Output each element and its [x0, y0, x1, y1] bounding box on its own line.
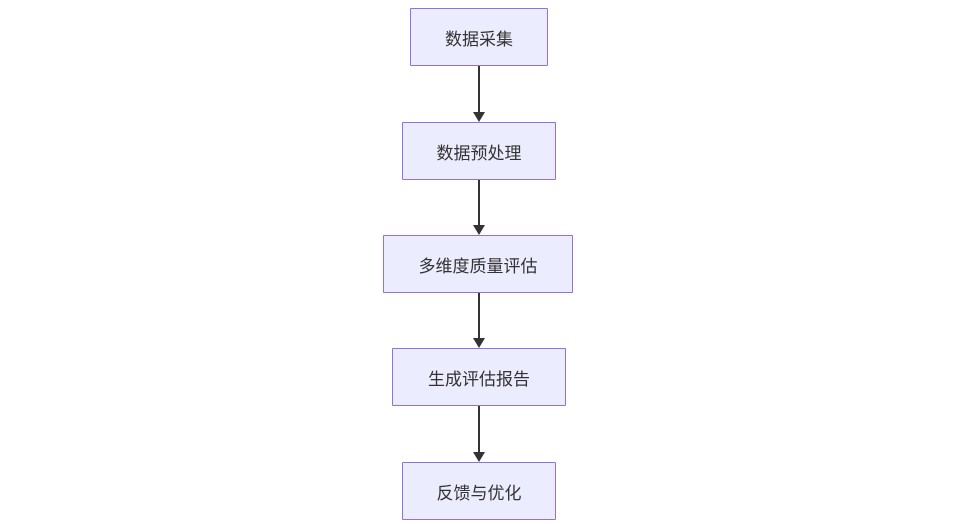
arrow-line [478, 180, 480, 227]
node-label: 数据预处理 [436, 143, 522, 163]
node-label: 反馈与优化 [436, 483, 522, 503]
flowchart-node-quality-assessment: 多维度质量评估 [383, 235, 573, 293]
arrow-head-icon [473, 338, 485, 348]
flowchart-arrow-2 [472, 180, 486, 235]
node-label: 数据采集 [445, 29, 513, 49]
flowchart-node-feedback-optimization: 反馈与优化 [402, 462, 556, 520]
arrow-head-icon [473, 225, 485, 235]
arrow-line [478, 406, 480, 454]
flowchart-arrow-3 [472, 293, 486, 348]
node-label: 生成评估报告 [428, 369, 530, 389]
node-label: 多维度质量评估 [418, 256, 538, 276]
flowchart-arrow-4 [472, 406, 486, 462]
flowchart-node-data-preprocessing: 数据预处理 [402, 122, 556, 180]
arrow-line [478, 293, 480, 340]
arrow-head-icon [473, 112, 485, 122]
flowchart-arrow-1 [472, 66, 486, 122]
arrow-head-icon [473, 452, 485, 462]
flowchart-node-data-collection: 数据采集 [410, 8, 548, 66]
flowchart-node-generate-report: 生成评估报告 [392, 348, 566, 406]
arrow-line [478, 66, 480, 114]
